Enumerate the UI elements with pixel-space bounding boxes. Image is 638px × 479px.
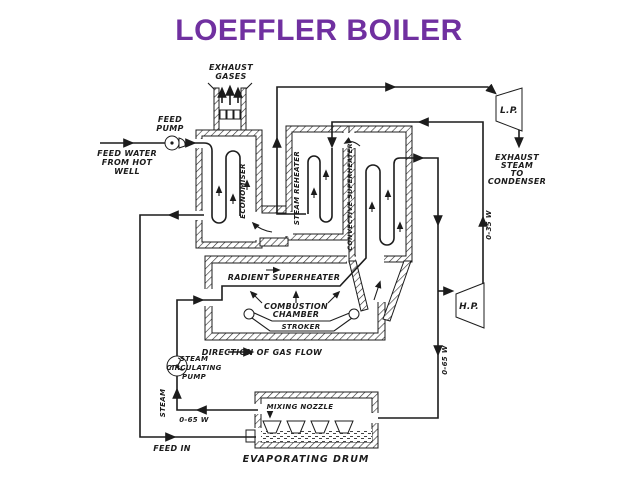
flow-0-65w-right-label: 0-65 W: [441, 345, 449, 374]
reheat-to-lp-line: [276, 83, 497, 215]
reheater-coil: [307, 148, 333, 223]
page-title: LOEFFLER BOILER: [175, 14, 463, 47]
mixing-nozzles: [262, 420, 354, 434]
exhaust-steam-label-1: EXHAUST: [495, 153, 539, 162]
flow-0-35w-label: 0-35 W: [485, 210, 493, 239]
circulating-pump-label-2: CIRCULATING: [166, 364, 221, 372]
evaporating-drum-label: EVAPORATING DRUM: [243, 454, 370, 465]
radiant-superheater-label: RADIENT SUPERHEATER: [228, 273, 341, 282]
feed-pump-label-2: PUMP: [156, 124, 183, 133]
economiser-label: ECONOMISER: [239, 163, 247, 218]
evaporating-drum: [245, 391, 380, 449]
steam-vertical-label: STEAM: [159, 389, 167, 417]
exhaust-steam-label-2: STEAM: [501, 161, 533, 170]
diagram-labels: EXHAUST GASES FEED PUMP FEED WATER FROM …: [97, 63, 546, 465]
steam-reheater-label: STEAM REHEATER: [293, 151, 301, 225]
circulating-pump-label-1: STEAM: [180, 355, 208, 363]
mixing-nozzle-label: MIXING NOZZLE: [267, 403, 334, 411]
flow-0-65w-left-label: 0-65 W: [179, 416, 208, 424]
exhaust-steam-label-4: CONDENSER: [488, 177, 546, 186]
stroker-label: STROKER: [282, 323, 321, 331]
convective-superheater-casing: [285, 125, 413, 264]
hp-turbine: H.P.: [455, 282, 485, 329]
gas-flow-direction-label: DIRECTION OF GAS FLOW: [202, 348, 323, 357]
feed-pump-icon: [164, 135, 186, 151]
feed-water-label-3: WELL: [114, 167, 140, 176]
circulating-pump-label-3: PUMP: [182, 373, 207, 381]
circulating-pump-icon: [166, 355, 188, 377]
combustion-chamber-label-1: COMBUSTION: [264, 302, 328, 311]
feed-water-label-1: FEED WATER: [97, 149, 157, 158]
lp-turbine: L.P.: [495, 87, 523, 132]
feed-pump-label-1: FEED: [158, 115, 182, 124]
exhaust-steam-label-3: TO: [511, 169, 524, 178]
main-steam-line: [176, 157, 439, 419]
combustion-chamber-label-2: CHAMBER: [273, 310, 320, 319]
hp-turbine-label: H.P.: [459, 302, 479, 312]
economiser-gas-duct: [259, 205, 289, 247]
pump-suction-line: [176, 375, 258, 411]
combustion-arrows: [249, 290, 341, 304]
pipework: [100, 82, 524, 442]
exhaust-gases-label-2: GASES: [215, 72, 246, 81]
feed-water-line: [100, 142, 241, 224]
stoker-grate: [243, 308, 360, 332]
feed-water-label-2: FROM HOT: [102, 158, 153, 167]
drum-feed-stub: [245, 429, 256, 443]
gas-flow-arrows: [215, 137, 404, 301]
feed-in-label: FEED IN: [153, 444, 191, 453]
lp-turbine-label: L.P.: [500, 106, 518, 116]
gas-duct-diagonal: [348, 260, 412, 322]
convective-superheater-label: CONVECTIVE SUPERHEATER: [346, 143, 354, 251]
exhaust-gases-label-1: EXHAUST: [209, 63, 253, 72]
